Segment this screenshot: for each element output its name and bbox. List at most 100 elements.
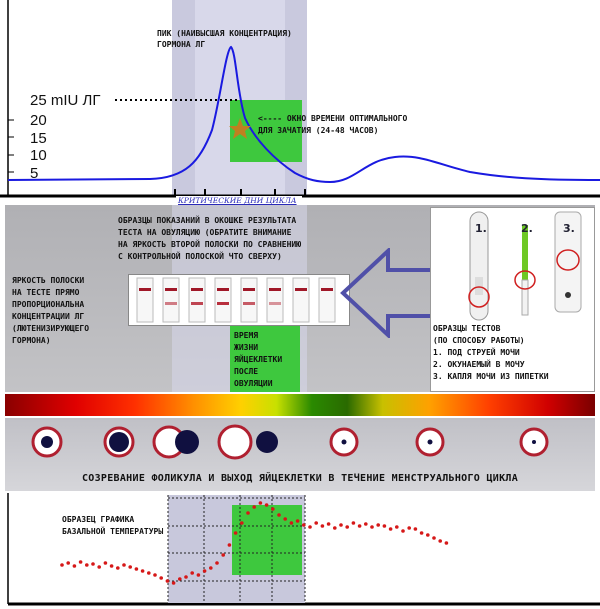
follicle-caption: СОЗРЕВАНИЕ ФОЛИКУЛА И ВЫХОД ЯЙЦЕКЛЕТКИ В…: [81, 473, 519, 484]
temperature-point: [289, 521, 294, 525]
test-strip: [188, 277, 206, 323]
temperature-point: [370, 525, 374, 529]
temperature-point: [271, 507, 275, 511]
test-line: [217, 302, 229, 305]
bbt-chart: [7, 493, 600, 606]
temperature-point: [60, 563, 64, 567]
temperature-point: [147, 571, 151, 575]
temperature-point: [438, 539, 443, 543]
lh-curve: [7, 45, 600, 184]
test-strip: [136, 277, 154, 323]
temperature-point: [413, 527, 418, 531]
temperature-point: [382, 524, 387, 528]
temperature-point: [432, 536, 436, 540]
test-devices: [468, 211, 582, 321]
control-line: [321, 288, 333, 291]
temperature-point: [295, 519, 300, 523]
temperature-point: [426, 533, 430, 537]
temperature-point: [128, 565, 132, 569]
bbt-label: ОБРАЗЕЦ ГРАФИКА БАЗАЛЬНОЙ ТЕМПЕРАТУРЫ: [62, 515, 164, 536]
temperature-point: [345, 525, 350, 529]
y-tick-20: 20: [30, 112, 47, 129]
window-label: <---- ОКНО ВРЕМЕНИ ОПТИМАЛЬНОГО ДЛЯ ЗАЧА…: [258, 114, 408, 135]
temperature-point: [364, 522, 368, 526]
temperature-point: [103, 561, 108, 565]
temperature-point: [320, 524, 325, 528]
result-window-2: [514, 270, 536, 290]
test-strip: [266, 277, 284, 323]
test-number-3: 3.: [563, 222, 575, 235]
temperature-point: [190, 571, 194, 575]
control-line: [165, 288, 177, 291]
temperature-point: [178, 577, 182, 581]
temperature-point: [165, 579, 170, 583]
temperature-point: [215, 561, 219, 565]
temperature-point: [339, 523, 343, 527]
temperature-point: [153, 573, 157, 577]
star-icon: [229, 118, 251, 139]
y-tick-10: 10: [30, 147, 47, 164]
samples-list: ОБРАЗЦЫ ТЕСТОВ (ПО СПОСОБУ РАБОТЫ) 1. ПО…: [433, 324, 549, 381]
control-line: [295, 288, 307, 291]
temperature-point: [308, 525, 312, 529]
temperature-point: [407, 526, 412, 530]
result-window-3: [556, 249, 580, 271]
result-strips: [128, 274, 350, 326]
temperature-point: [66, 561, 70, 565]
egg-life-label: ВРЕМЯ ЖИЗНИ ЯЙЦЕКЛЕТКИ ПОСЛЕ ОВУЛЯЦИИ: [234, 331, 283, 388]
temperature-point: [283, 517, 288, 521]
temperature-point: [444, 541, 449, 545]
follicle-panel: [5, 418, 595, 491]
critical-days-label: КРИТИЧЕСКИЕ ДНИ ЦИКЛА: [178, 196, 297, 205]
test-strip: [318, 277, 336, 323]
temperature-point: [97, 565, 101, 569]
temperature-point: [277, 513, 281, 517]
brightness-note: ЯРКОСТЬ ПОЛОСКИ НА ТЕСТЕ ПРЯМО ПРОПОРЦИО…: [12, 276, 90, 345]
temperature-point: [246, 511, 250, 515]
temperature-point: [233, 531, 238, 535]
temperature-point: [351, 521, 356, 525]
control-line: [217, 288, 229, 291]
temperature-point: [252, 505, 256, 509]
temperature-point: [122, 563, 126, 567]
threshold-label: 25 mIU ЛГ: [30, 92, 101, 109]
temperature-point: [240, 521, 244, 525]
temperature-point: [314, 521, 319, 525]
temperature-point: [72, 564, 77, 568]
temperature-point: [140, 569, 145, 573]
arrow-left-icon: [340, 248, 437, 338]
test-line: [269, 302, 281, 305]
test-number-2: 2.: [521, 222, 533, 235]
temperature-point: [85, 563, 89, 567]
test-line: [243, 302, 255, 305]
test-strip: [214, 277, 232, 323]
temperature-point: [196, 573, 201, 577]
temperature-point: [209, 566, 213, 570]
control-line: [243, 288, 255, 291]
results-title: ОБРАЗЦЫ ПОКАЗАНИЙ В ОКОШКЕ РЕЗУЛЬТАТА ТЕ…: [118, 216, 302, 261]
temperature-point: [116, 566, 120, 570]
temperature-point: [258, 501, 263, 505]
temperature-point: [159, 576, 163, 580]
test-strip: [162, 277, 180, 323]
temperature-point: [78, 560, 83, 564]
temperature-point: [221, 553, 225, 557]
temperature-point: [357, 524, 362, 528]
temperature-point: [91, 562, 95, 566]
temperature-point: [202, 569, 207, 573]
result-window-1: [468, 286, 490, 308]
temperature-point: [326, 522, 331, 526]
temperature-point: [376, 523, 381, 527]
temperature-point: [401, 529, 405, 533]
test-strip: [292, 277, 310, 323]
temperature-point: [419, 531, 424, 535]
lh-chart: [0, 0, 600, 200]
y-tick-5: 5: [30, 164, 39, 182]
temperature-point: [109, 564, 114, 568]
peak-label: ПИК (НАИВЫСШАЯ КОНЦЕНТРАЦИЯ) ГОРМОНА ЛГ: [157, 29, 292, 49]
temperature-point: [184, 575, 188, 579]
temperature-point: [302, 523, 306, 527]
cycle-spectrum-bar: [5, 394, 595, 416]
test-strip: [240, 277, 258, 323]
